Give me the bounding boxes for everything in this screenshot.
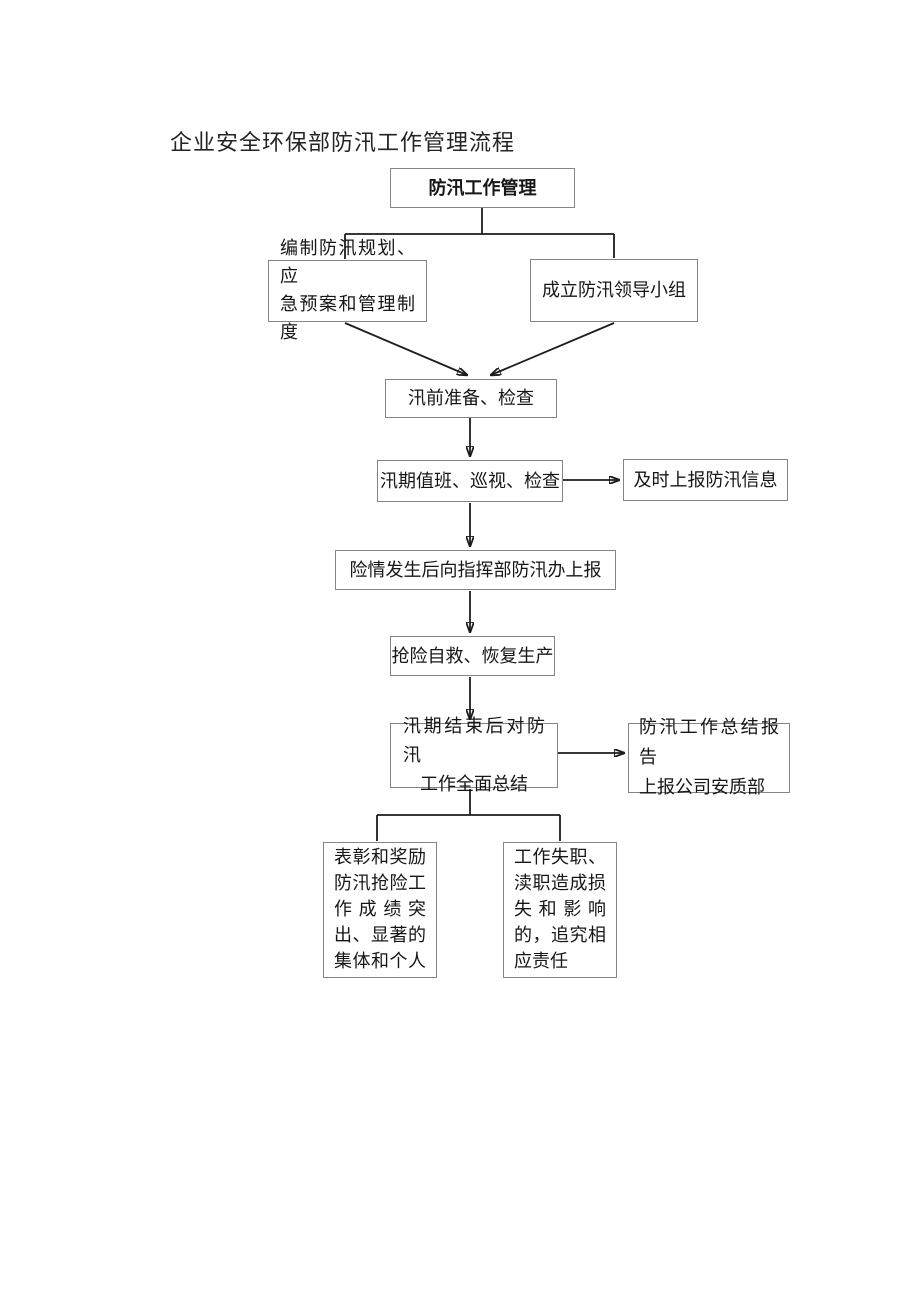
node-label-line: 失和影响 xyxy=(514,899,606,920)
node-label-line: 工作失职、 xyxy=(514,847,606,868)
node-label-line: 编制防汛规划、应 xyxy=(280,238,415,287)
node-label-line: 汛期结束后对防汛 xyxy=(403,716,545,766)
node-label: 险情发生后向指挥部防汛办上报 xyxy=(349,559,602,581)
node-emergency-rescue-restore-production: 抢险自救、恢复生产 xyxy=(390,636,555,676)
node-label: 汛前准备、检查 xyxy=(408,388,534,409)
node-label-line: 渎职造成损 xyxy=(514,873,606,894)
node-label-line: 防汛工作总结报告 xyxy=(639,717,779,768)
node-label-line: 表彰和奖励 xyxy=(334,847,426,868)
node-timely-report-flood-info: 及时上报防汛信息 xyxy=(623,459,788,501)
node-label-line: 集体和个人 xyxy=(334,951,426,972)
node-label-line: 作成绩突 xyxy=(334,899,426,920)
node-flood-work-management: 防汛工作管理 xyxy=(390,168,575,208)
node-label: 抢险自救、恢复生产 xyxy=(391,645,554,667)
node-commend-reward-outstanding: 表彰和奖励 防汛抢险工 作成绩突 出、显著的 集体和个人 xyxy=(323,842,437,978)
node-establish-leading-group: 成立防汛领导小组 xyxy=(530,259,698,322)
node-label: 成立防汛领导小组 xyxy=(542,280,686,301)
node-label: 及时上报防汛信息 xyxy=(633,469,778,491)
node-label-line: 应责任 xyxy=(514,951,568,972)
node-comprehensive-summary-after-season: 汛期结束后对防汛 工作全面总结 xyxy=(390,716,558,795)
node-summary-report-to-safety-dept: 防汛工作总结报告 上报公司安质部 xyxy=(628,717,790,798)
node-label-line: 出、显著的 xyxy=(334,925,426,946)
node-report-danger-to-headquarters: 险情发生后向指挥部防汛办上报 xyxy=(335,550,616,590)
node-flood-season-duty-patrol-inspection: 汛期值班、巡视、检查 xyxy=(377,460,563,502)
arrow-team-to-prepare xyxy=(491,322,615,375)
node-label: 防汛工作管理 xyxy=(428,177,537,199)
node-label-line: 工作全面总结 xyxy=(420,774,528,795)
node-label: 汛期值班、巡视、检查 xyxy=(380,470,560,492)
node-label-line: 防汛抢险工 xyxy=(334,873,426,894)
node-label-line: 上报公司安质部 xyxy=(639,777,765,798)
arrow-plan-to-prepare xyxy=(344,322,467,375)
page-title: 企业安全环保部防汛工作管理流程 xyxy=(170,131,516,156)
node-preflood-preparation-inspection: 汛前准备、检查 xyxy=(385,379,557,418)
node-compile-plans-and-rules: 编制防汛规划、应 急预案和管理制度 xyxy=(268,238,427,343)
node-label-line: 急预案和管理制度 xyxy=(280,294,415,343)
node-label-line: 的，追究相 xyxy=(514,925,606,946)
node-accountability-for-dereliction: 工作失职、 渎职造成损 失和影响 的，追究相 应责任 xyxy=(503,842,617,978)
